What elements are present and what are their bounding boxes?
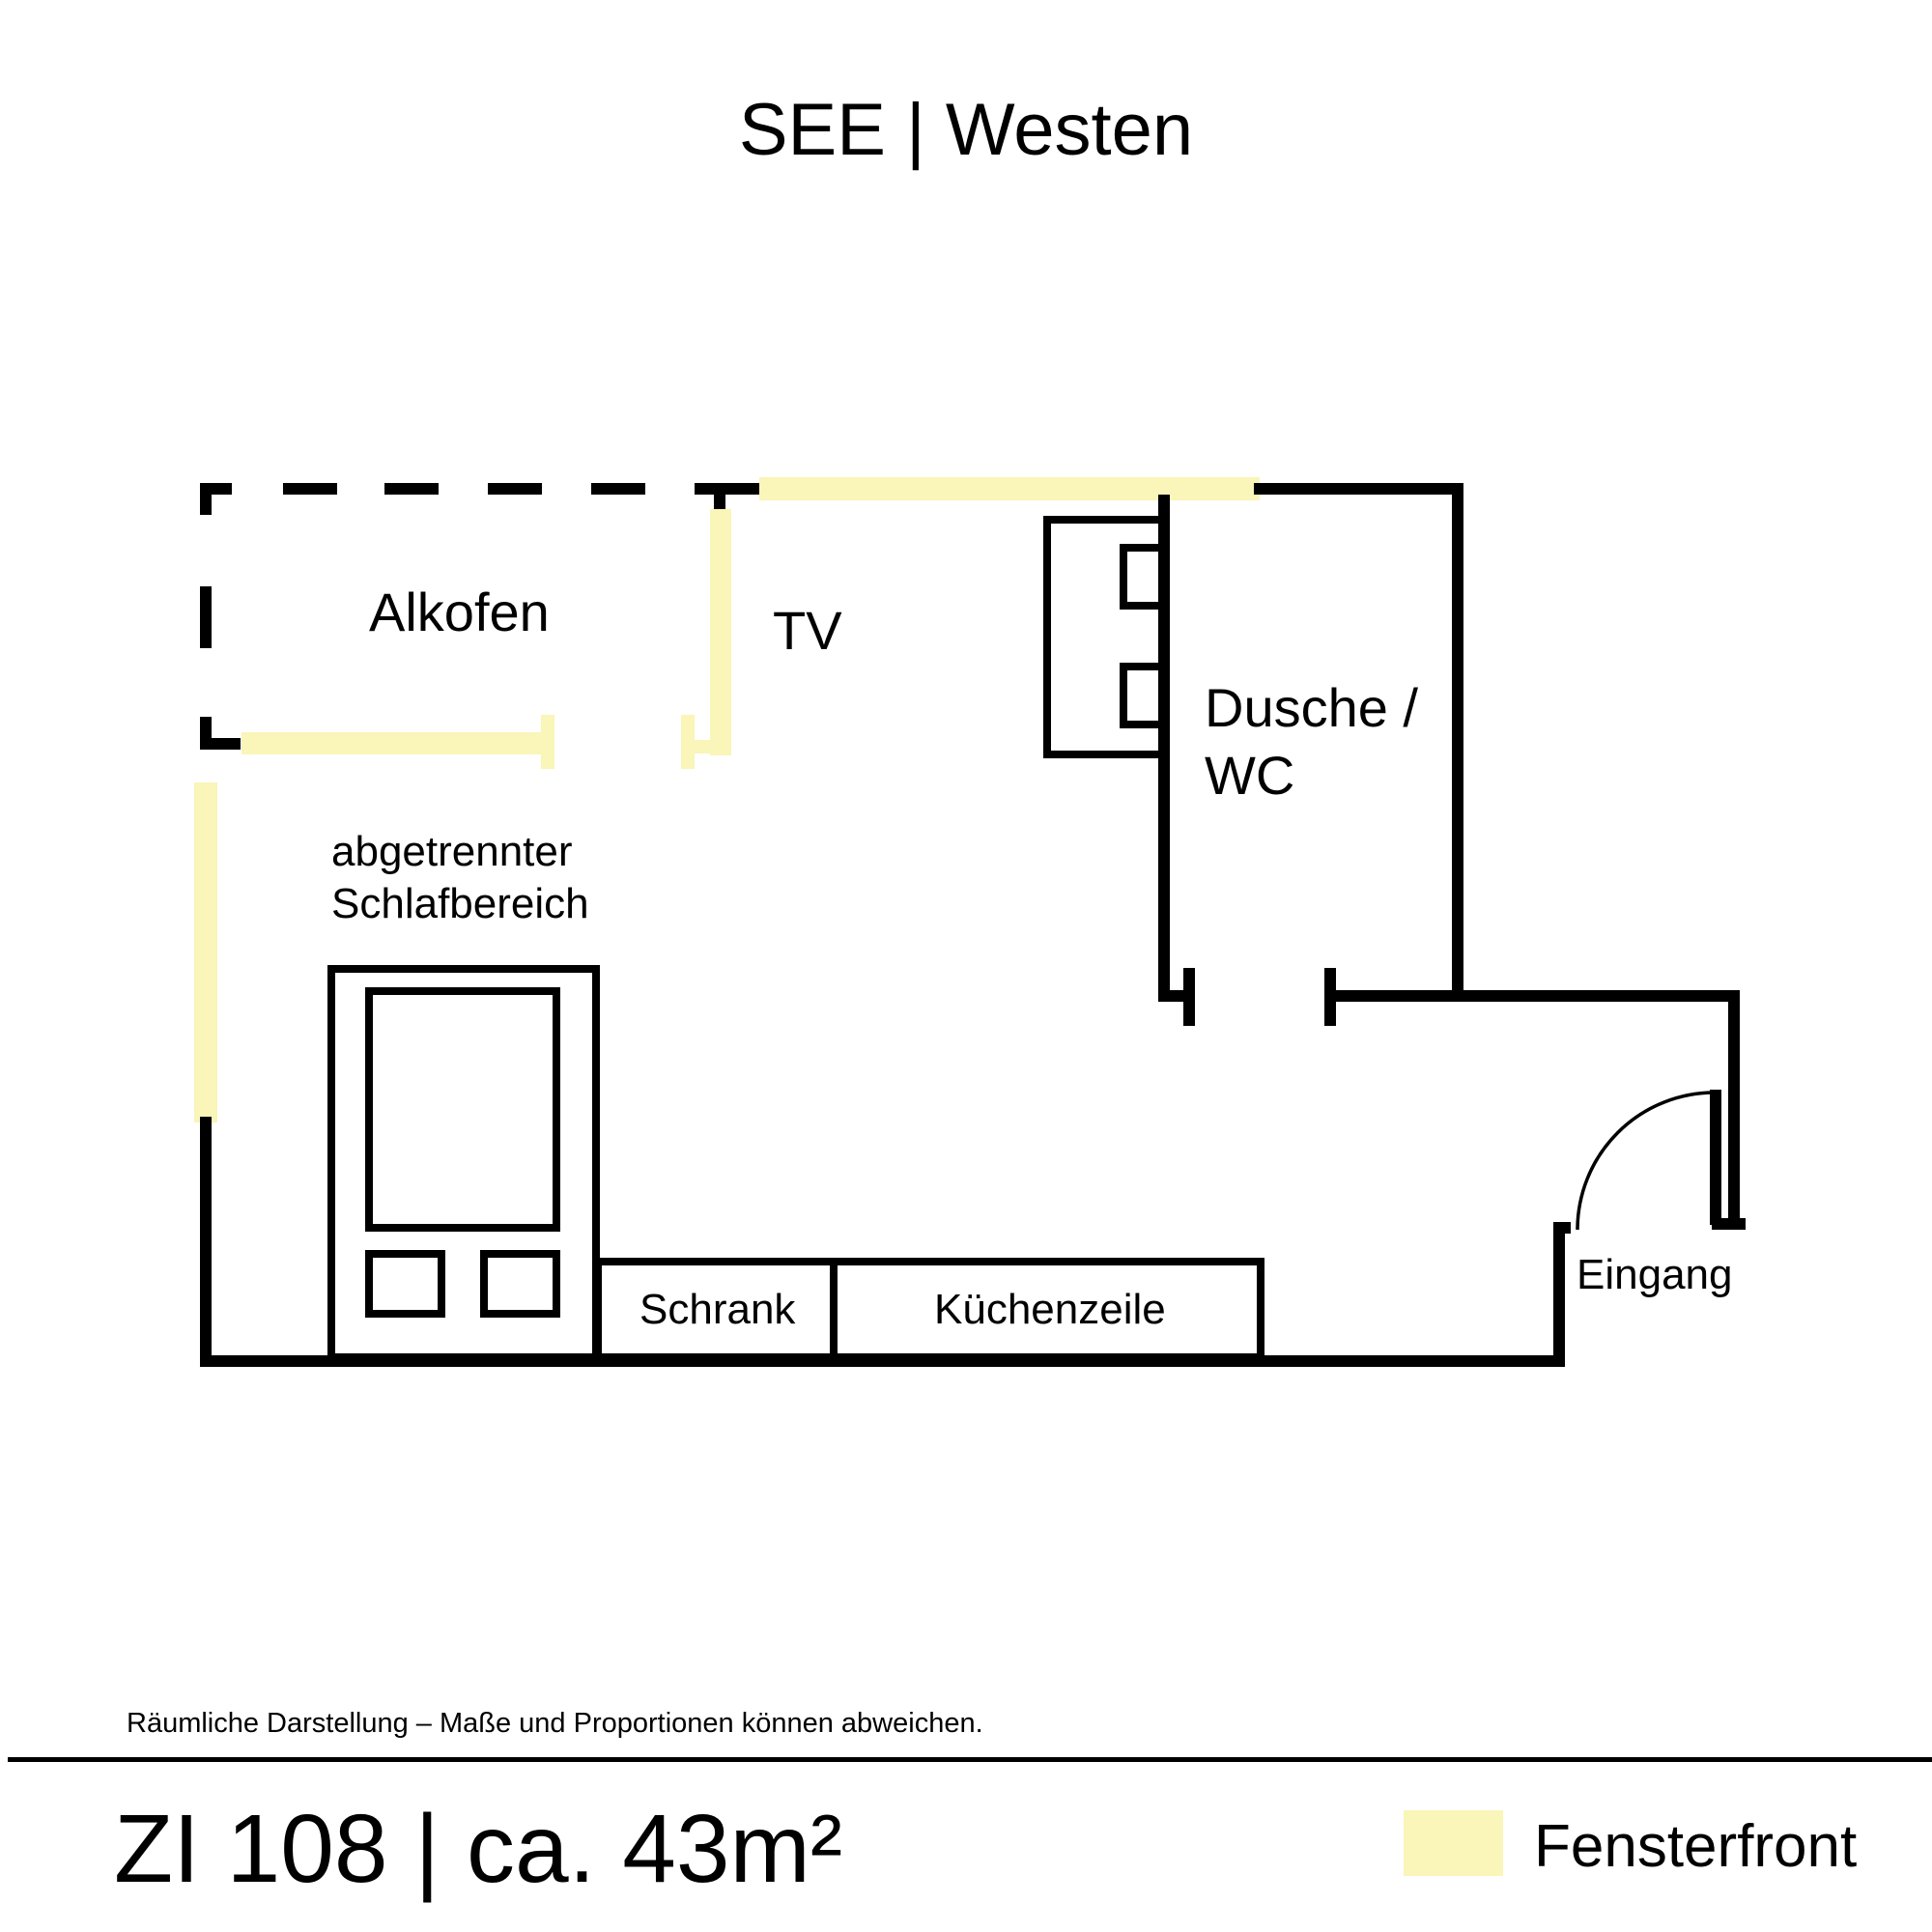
window-alcove-divider-end	[681, 715, 695, 769]
shower-fixture-bottom	[1120, 663, 1166, 728]
wall-top-right	[1254, 483, 1463, 1002]
room-label-kuechenzeile: Küchenzeile	[934, 1286, 1166, 1333]
room-label-schlafbereich-line1: abgetrennter	[331, 828, 573, 875]
window-alcove-divider-foot	[684, 740, 731, 753]
shower-fixture-top	[1120, 544, 1166, 610]
disclaimer-text: Räumliche Darstellung – Maße und Proport…	[127, 1708, 983, 1739]
room-label-alkofen: Alkofen	[369, 582, 550, 642]
kitchenette	[830, 1258, 1264, 1361]
windows	[194, 477, 1260, 1122]
window-alcove-bottom	[242, 732, 547, 754]
window-top	[759, 477, 1260, 500]
bed-mattress	[365, 987, 560, 1232]
window-alcove-divider	[710, 509, 731, 755]
legend-swatch-fensterfront	[1404, 1810, 1503, 1876]
page-title: SEE | Westen	[738, 89, 1194, 171]
furniture	[594, 1258, 1264, 1361]
unit-title: ZI 108 | ca. 43m²	[114, 1795, 843, 1903]
room-label-dusche: Dusche /	[1205, 677, 1418, 738]
wall-entry	[1324, 990, 1740, 1230]
bed-frame	[327, 965, 600, 1361]
room-label-tv: TV	[773, 600, 842, 661]
window-alcove-bottom-end	[541, 715, 554, 769]
nightstand-right	[480, 1250, 560, 1318]
footer-divider	[8, 1757, 1932, 1762]
nightstand-left	[365, 1250, 445, 1318]
door-leaf	[1710, 1090, 1721, 1225]
room-label-wc: WC	[1205, 745, 1295, 806]
legend-label-fensterfront: Fensterfront	[1534, 1813, 1858, 1880]
window-left	[194, 782, 217, 1122]
entry-door	[1576, 1090, 1721, 1231]
room-label-eingang: Eingang	[1577, 1251, 1733, 1298]
bed-area	[327, 965, 600, 1361]
wall-entry-bottom	[200, 1117, 1571, 1367]
door-swing-arc	[1576, 1091, 1716, 1231]
room-label-schlafbereich-line2: Schlafbereich	[331, 880, 589, 927]
sink-counter	[1043, 516, 1168, 758]
shower-fixtures	[1043, 516, 1168, 758]
room-label-schrank: Schrank	[639, 1286, 796, 1333]
alcove-dashed-wall	[200, 483, 762, 750]
